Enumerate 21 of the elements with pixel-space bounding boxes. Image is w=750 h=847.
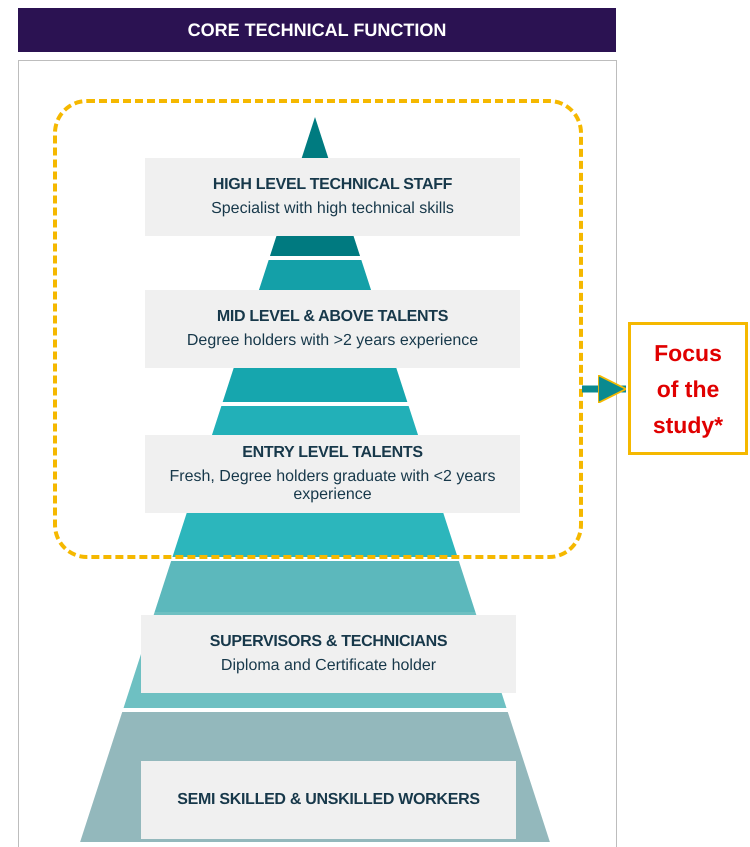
level-label-box (145, 435, 520, 513)
level-label-box (145, 158, 520, 236)
level-description: Diploma and Certificate holder (220, 657, 436, 675)
header-title: CORE TECHNICAL FUNCTION (188, 20, 446, 40)
level-description: Specialist with high technical skills (211, 200, 454, 218)
header-band (18, 8, 616, 52)
focus-label: Focus of the study* (652, 338, 724, 440)
level-description: Degree holders with >2 years experience (186, 332, 478, 350)
level-label-box (145, 290, 520, 368)
level-label-box (141, 761, 516, 839)
focus-callout-box (628, 322, 748, 455)
panel-frame (18, 60, 617, 847)
level-title: SUPERVISORS & TECHNICIANS (210, 633, 448, 651)
level-title: ENTRY LEVEL TALENTS (242, 444, 423, 462)
level-title: MID LEVEL & ABOVE TALENTS (216, 308, 448, 326)
level-description: Fresh, Degree holders graduate with <2 years experience (168, 468, 496, 504)
dashed-focus-frame (53, 99, 583, 559)
level-title: HIGH LEVEL TECHNICAL STAFF (212, 176, 452, 194)
arrow (582, 374, 627, 404)
level-label-box (141, 615, 516, 693)
level-title: SEMI SKILLED & UNSKILLED WORKERS (177, 791, 480, 809)
